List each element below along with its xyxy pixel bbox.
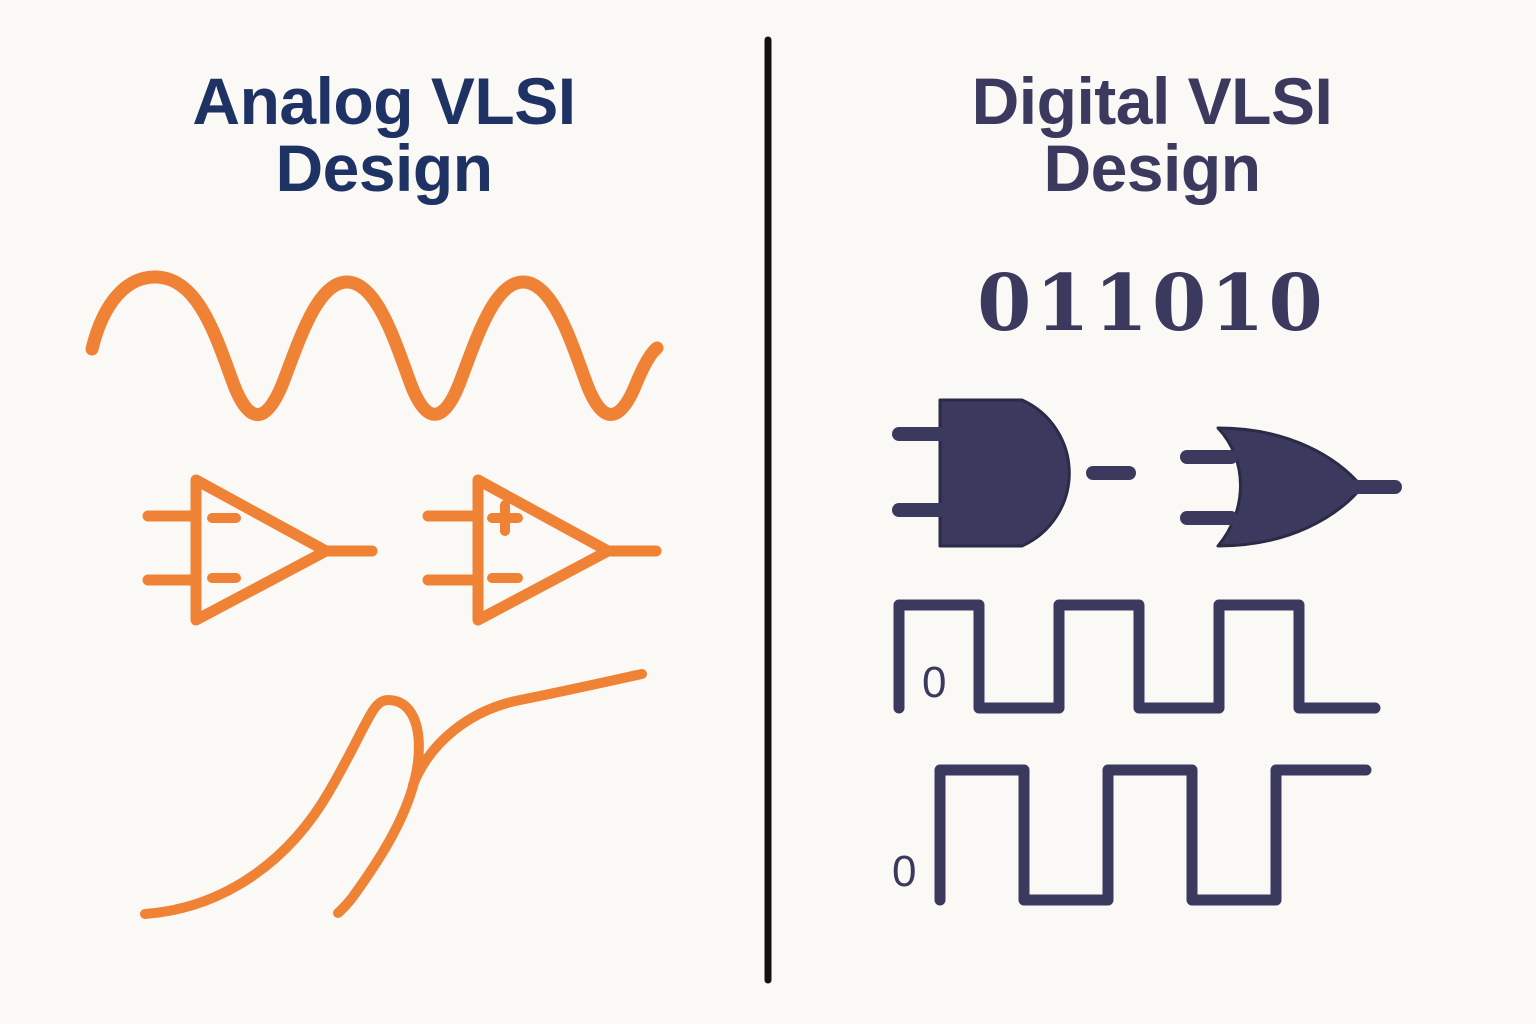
binary-string: 011010 (977, 258, 1327, 349)
digital-panel: Digital VLSI Design 011010 (768, 0, 1536, 1024)
analog-panel-title: Analog VLSI Design (192, 64, 576, 206)
digital-panel-title: Digital VLSI Design (971, 64, 1333, 206)
analog-panel: Analog VLSI Design (192, 64, 576, 206)
